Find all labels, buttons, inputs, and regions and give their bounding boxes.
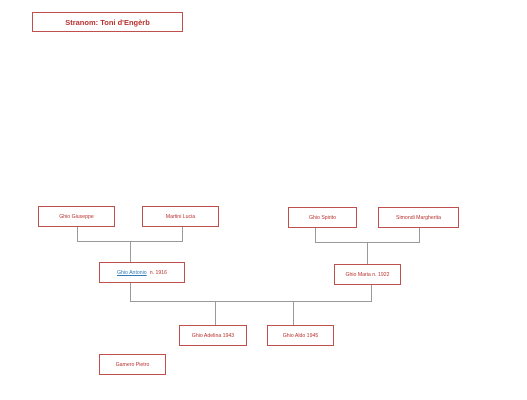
person-node-ghio-adelina[interactable]: Ghio Adelina 1943	[179, 325, 247, 346]
person-node-ghio-maria[interactable]: Ghio Maria n. 1922	[334, 264, 401, 285]
person-name: Ghio Spirito	[308, 214, 337, 221]
person-node-ghio-giuseppe[interactable]: Ghio Giuseppe	[38, 206, 115, 227]
person-name: Ghio Maria n. 1922	[345, 271, 390, 278]
person-name: Ghio Adelina 1943	[191, 332, 235, 339]
person-node-ghio-antonio: Ghio Antonio n. 1916	[99, 262, 185, 283]
person-node-simondi-margherita[interactable]: Simondi Margherita	[378, 207, 459, 228]
person-name: Ghio Aldo 1945	[282, 332, 319, 339]
person-node-ghio-spirito[interactable]: Ghio Spirito	[288, 207, 357, 228]
person-name: Gamero Pietro	[115, 361, 150, 368]
connector-line	[77, 227, 78, 241]
connector-line	[215, 301, 216, 325]
connector-line	[130, 282, 131, 302]
connector-line	[419, 228, 420, 242]
connector-line	[315, 228, 316, 242]
person-name: Ghio Giuseppe	[59, 213, 94, 220]
connector-line	[371, 285, 372, 302]
page-title: Stranom: Toni d'Engèrb	[32, 12, 183, 32]
connector-line	[293, 301, 294, 325]
person-name: Simondi Margherita	[396, 214, 441, 221]
person-node-ghio-aldo[interactable]: Ghio Aldo 1945	[267, 325, 334, 346]
connector-line	[130, 301, 372, 302]
connector-line	[182, 227, 183, 241]
person-link-ghio-antonio[interactable]: Ghio Antonio	[116, 269, 147, 276]
connector-line	[367, 242, 368, 264]
person-node-gamero-pietro[interactable]: Gamero Pietro	[99, 354, 166, 375]
person-name: Martini Lucia	[165, 213, 196, 220]
person-node-martini-lucia[interactable]: Martini Lucia	[142, 206, 219, 227]
person-birth: n. 1916	[149, 269, 168, 276]
connector-line	[130, 241, 131, 262]
